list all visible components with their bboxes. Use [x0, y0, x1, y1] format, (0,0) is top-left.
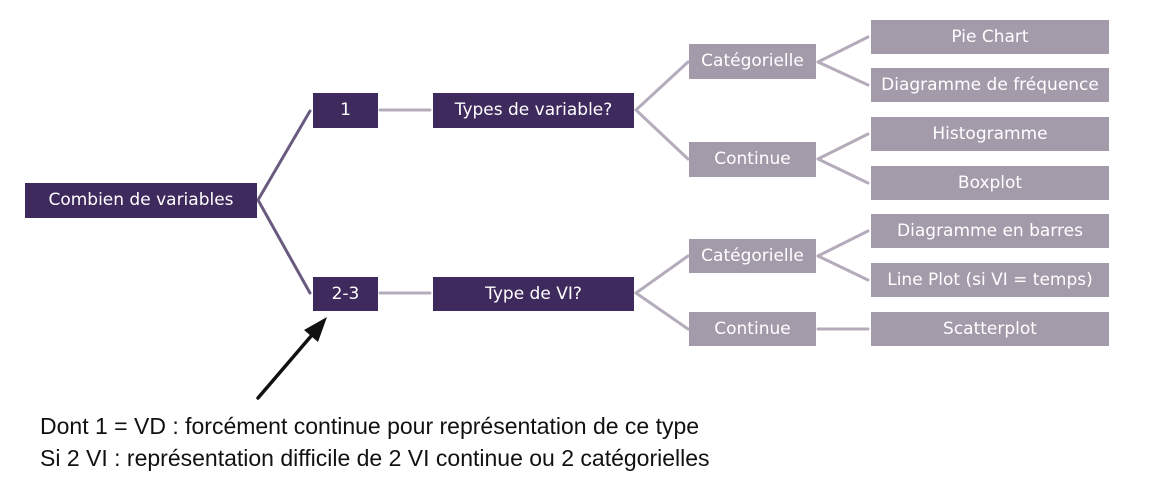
connector-q1-to-categorielle	[634, 60, 690, 112]
chart-node-diagramme-en-barres: Diagramme en barres	[871, 214, 1109, 248]
connector-cont1-to-boxplot	[816, 157, 870, 185]
root-node: Combien de variables	[25, 183, 257, 218]
chart-node-boxplot: Boxplot	[871, 166, 1109, 200]
connector-cat1-to-pie	[816, 35, 870, 64]
question-node-type-de-vi: Type de VI?	[433, 277, 634, 311]
connector-q2-to-continue	[634, 291, 690, 331]
connector-cat2-to-barres	[816, 229, 870, 258]
connector-cont1-to-histogramme	[816, 132, 870, 161]
note-line-1: Dont 1 = VD : forcément continue pour re…	[40, 413, 700, 439]
connector-q2-to-categorielle	[634, 254, 690, 295]
chart-node-pie-chart: Pie Chart	[871, 20, 1109, 54]
connector-root-to-1	[256, 109, 312, 202]
connector-cat1-to-frequence	[816, 60, 870, 87]
chart-node-scatterplot: Scatterplot	[871, 312, 1109, 346]
connector-cat2-to-lineplot	[816, 254, 870, 282]
connector-q1-to-continue	[634, 108, 690, 161]
connector-root-to-2-3	[256, 198, 312, 295]
note-line-2: Si 2 VI : représentation difficile de 2 …	[40, 445, 710, 471]
count-node-2-3: 2-3	[313, 277, 378, 311]
type-node-continue-2: Continue	[689, 312, 816, 346]
chart-node-histogramme: Histogramme	[871, 117, 1109, 151]
count-node-1: 1	[313, 93, 378, 128]
type-node-categorielle-1: Catégorielle	[689, 44, 816, 79]
type-node-continue-1: Continue	[689, 142, 816, 177]
annotation-arrow-shaft	[256, 326, 320, 400]
annotation-note: Dont 1 = VD : forcément continue pour re…	[40, 410, 710, 474]
chart-node-diagramme-de-frequence: Diagramme de fréquence	[871, 68, 1109, 102]
chart-node-line-plot: Line Plot (si VI = temps)	[871, 263, 1109, 297]
question-node-types-de-variable: Types de variable?	[433, 93, 634, 128]
annotation-arrow-head	[304, 317, 327, 342]
type-node-categorielle-2: Catégorielle	[689, 239, 816, 273]
